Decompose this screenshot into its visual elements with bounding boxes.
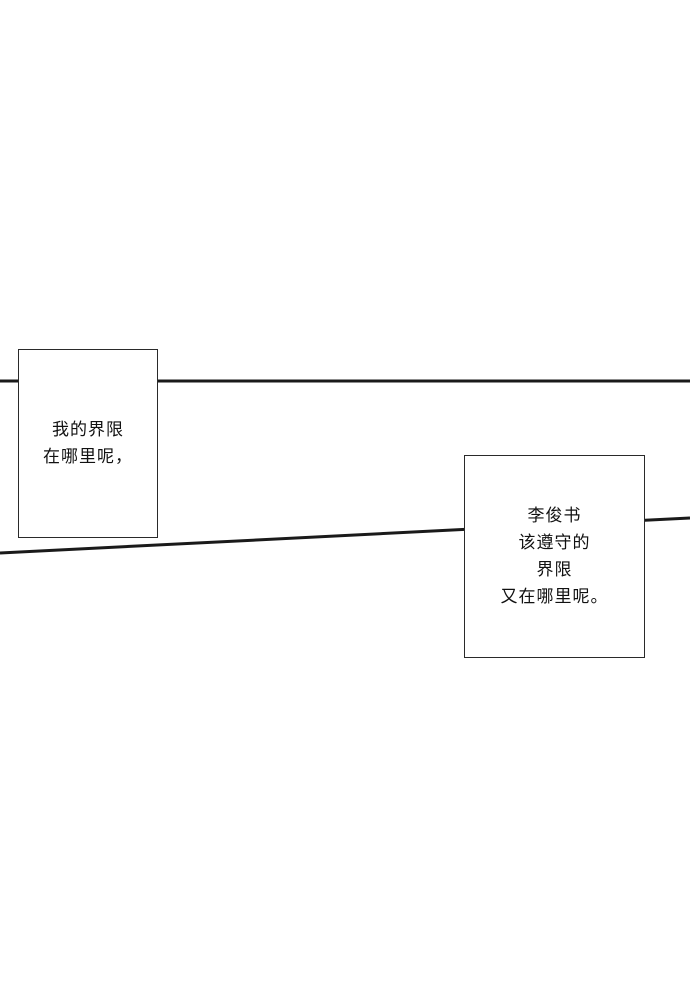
caption-box-left: 我的界限 在哪里呢， (18, 349, 158, 538)
caption-text-left: 我的界限 在哪里呢， (43, 419, 133, 467)
caption-box-right: 李俊书 该遵守的 界限 又在哪里呢。 (464, 455, 645, 658)
caption-text-right: 李俊书 该遵守的 界限 又在哪里呢。 (500, 505, 609, 607)
